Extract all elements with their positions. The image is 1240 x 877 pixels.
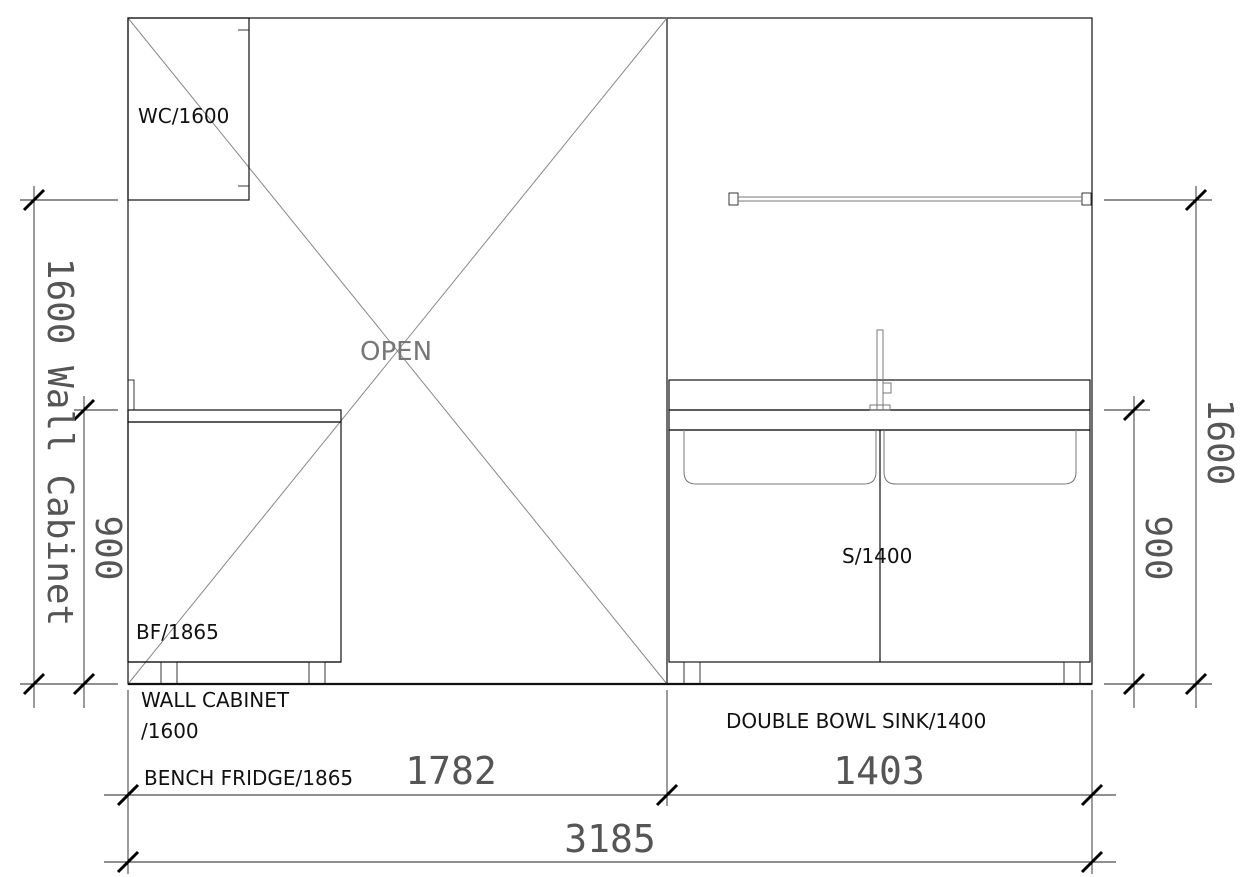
bf-label: BF/1865 (136, 620, 219, 644)
dim-left-bench: 900 (87, 515, 128, 580)
sink-label: S/1400 (842, 544, 912, 568)
wall-cabinet (127, 17, 250, 201)
right-dimensions (1104, 186, 1212, 708)
wall-cabinet-label: WALL CABINET (141, 688, 290, 712)
wc-label: WC/1600 (138, 104, 229, 128)
open-label: OPEN (360, 337, 432, 367)
dim-total-width: 3185 (564, 817, 656, 861)
left-dimensions (20, 186, 118, 708)
dim-right-width: 1403 (833, 749, 925, 793)
towel-rail (728, 192, 1092, 206)
double-bowl-sink (668, 329, 1091, 685)
wall-cabinet-size-label: /1600 (141, 719, 199, 743)
bottom-dimensions (104, 690, 1116, 874)
double-sink-label: DOUBLE BOWL SINK/1400 (726, 709, 986, 733)
dim-left-wall-cabinet: 1600 Wall Cabinet (39, 258, 80, 626)
dim-left-width: 1782 (405, 749, 497, 793)
dim-right-total: 1600 (1199, 399, 1240, 486)
outer-frame (127, 17, 1093, 685)
open-zone-cross (127, 17, 668, 685)
dim-right-sink: 900 (1137, 515, 1178, 580)
bench-fridge-label: BENCH FRIDGE/1865 (144, 766, 353, 790)
